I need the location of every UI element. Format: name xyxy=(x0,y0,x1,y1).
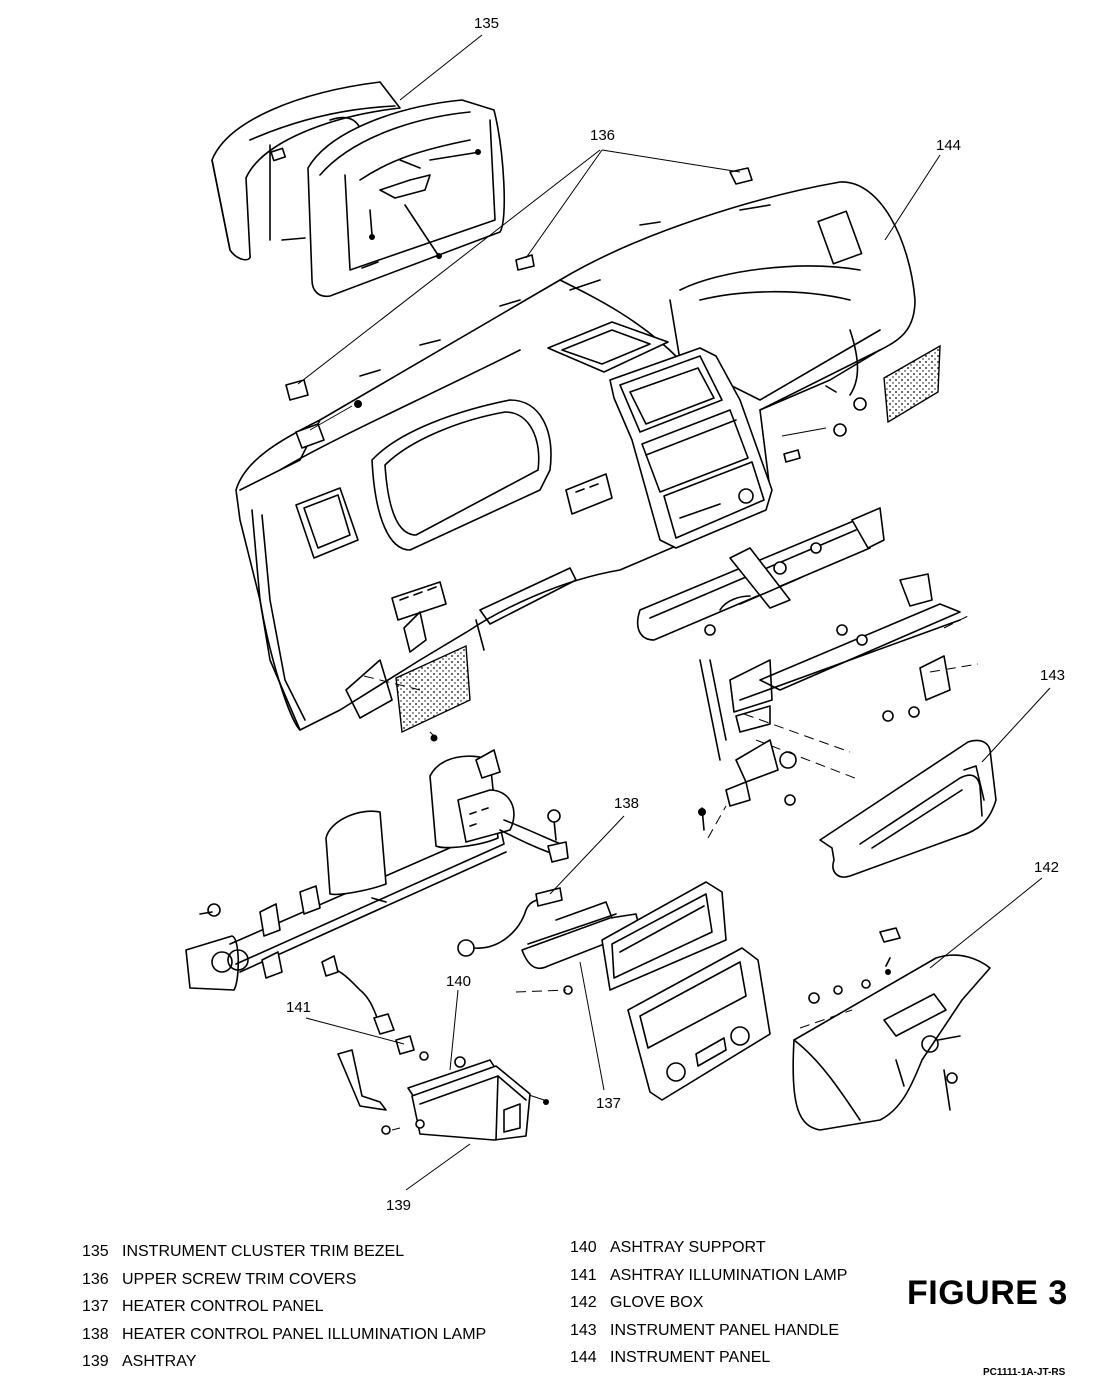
legend-label: INSTRUMENT CLUSTER TRIM BEZEL xyxy=(122,1243,405,1260)
legend-number: 143 xyxy=(570,1321,597,1339)
legend-number: 137 xyxy=(82,1298,109,1315)
legend-label: HEATER CONTROL PANEL xyxy=(122,1298,324,1315)
callout-140: 140 xyxy=(446,973,471,990)
legend-item: 142 GLOVE BOX xyxy=(570,1289,847,1317)
callout-141: 141 xyxy=(286,999,311,1016)
legend-item: 143 INSTRUMENT PANEL HANDLE xyxy=(570,1317,847,1345)
legend-item: 136 UPPER SCREW TRIM COVERS xyxy=(82,1266,486,1294)
instrument-panel-handle xyxy=(819,739,997,878)
callout-142: 142 xyxy=(1034,859,1059,876)
legend-item: 135 INSTRUMENT CLUSTER TRIM BEZEL xyxy=(82,1238,486,1266)
parts-legend-right: 140 ASHTRAY SUPPORT 141 ASHTRAY ILLUMINATI… xyxy=(570,1234,847,1372)
legend-number: 144 xyxy=(570,1349,597,1366)
legend-label: UPPER SCREW TRIM COVERS xyxy=(122,1270,357,1288)
heater-control-panel-illumination-lamp xyxy=(457,887,563,957)
legend-number: 141 xyxy=(570,1266,597,1284)
legend-label: ASHTRAY xyxy=(122,1353,197,1370)
legend-label: ASHTRAY SUPPORT xyxy=(610,1239,766,1256)
callout-144: 144 xyxy=(936,137,961,154)
legend-item: 138 HEATER CONTROL PANEL ILLUMINATION LAM… xyxy=(82,1321,486,1349)
callout-136: 136 xyxy=(590,127,615,144)
left-end-vent xyxy=(345,611,471,742)
legend-label: INSTRUMENT PANEL HANDLE xyxy=(610,1321,840,1339)
instrument-panel-support-bracket xyxy=(636,507,979,839)
figure-label: FIGURE 3 xyxy=(907,1274,1068,1312)
legend-number: 142 xyxy=(570,1294,597,1311)
legend-number: 140 xyxy=(570,1239,597,1256)
legend-item: 144 INSTRUMENT PANEL xyxy=(570,1344,847,1372)
callout-139: 139 xyxy=(386,1197,411,1214)
legend-item: 140 ASHTRAY SUPPORT xyxy=(570,1234,847,1262)
callout-137: 137 xyxy=(596,1095,621,1112)
instrument-cluster-trim-bezel xyxy=(211,81,506,298)
legend-label: GLOVE BOX xyxy=(610,1294,704,1311)
callout-135: 135 xyxy=(474,15,499,32)
legend-number: 135 xyxy=(82,1243,109,1260)
instrument-panel xyxy=(235,181,941,731)
glove-box xyxy=(792,927,991,1131)
parts-legend-left: 135 INSTRUMENT CLUSTER TRIM BEZEL 136 UPPE… xyxy=(82,1238,486,1376)
callout-138: 138 xyxy=(614,795,639,812)
heater-control-panel xyxy=(515,881,771,1101)
exploded-parts-diagram: 135 136 144 143 138 142 140 141 137 139 xyxy=(185,15,1065,1214)
legend-item: 141 ASHTRAY ILLUMINATION LAMP xyxy=(570,1262,847,1290)
legend-number: 138 xyxy=(82,1325,109,1343)
legend-number: 136 xyxy=(82,1270,109,1288)
ashtray xyxy=(381,1065,531,1141)
legend-label: INSTRUMENT PANEL xyxy=(610,1349,771,1366)
ashtray-illumination-lamp xyxy=(321,955,429,1061)
lower-steel-brace xyxy=(185,749,569,991)
figure-code: PC1111-1A-JT-RS xyxy=(983,1367,1066,1378)
legend-number: 139 xyxy=(82,1353,109,1370)
legend-item: 139 ASHTRAY xyxy=(82,1348,486,1376)
legend-label: HEATER CONTROL PANEL ILLUMINATION LAMP xyxy=(122,1325,487,1343)
legend-label: ASHTRAY ILLUMINATION LAMP xyxy=(610,1266,848,1284)
callout-143: 143 xyxy=(1040,667,1065,684)
legend-item: 137 HEATER CONTROL PANEL xyxy=(82,1293,486,1321)
